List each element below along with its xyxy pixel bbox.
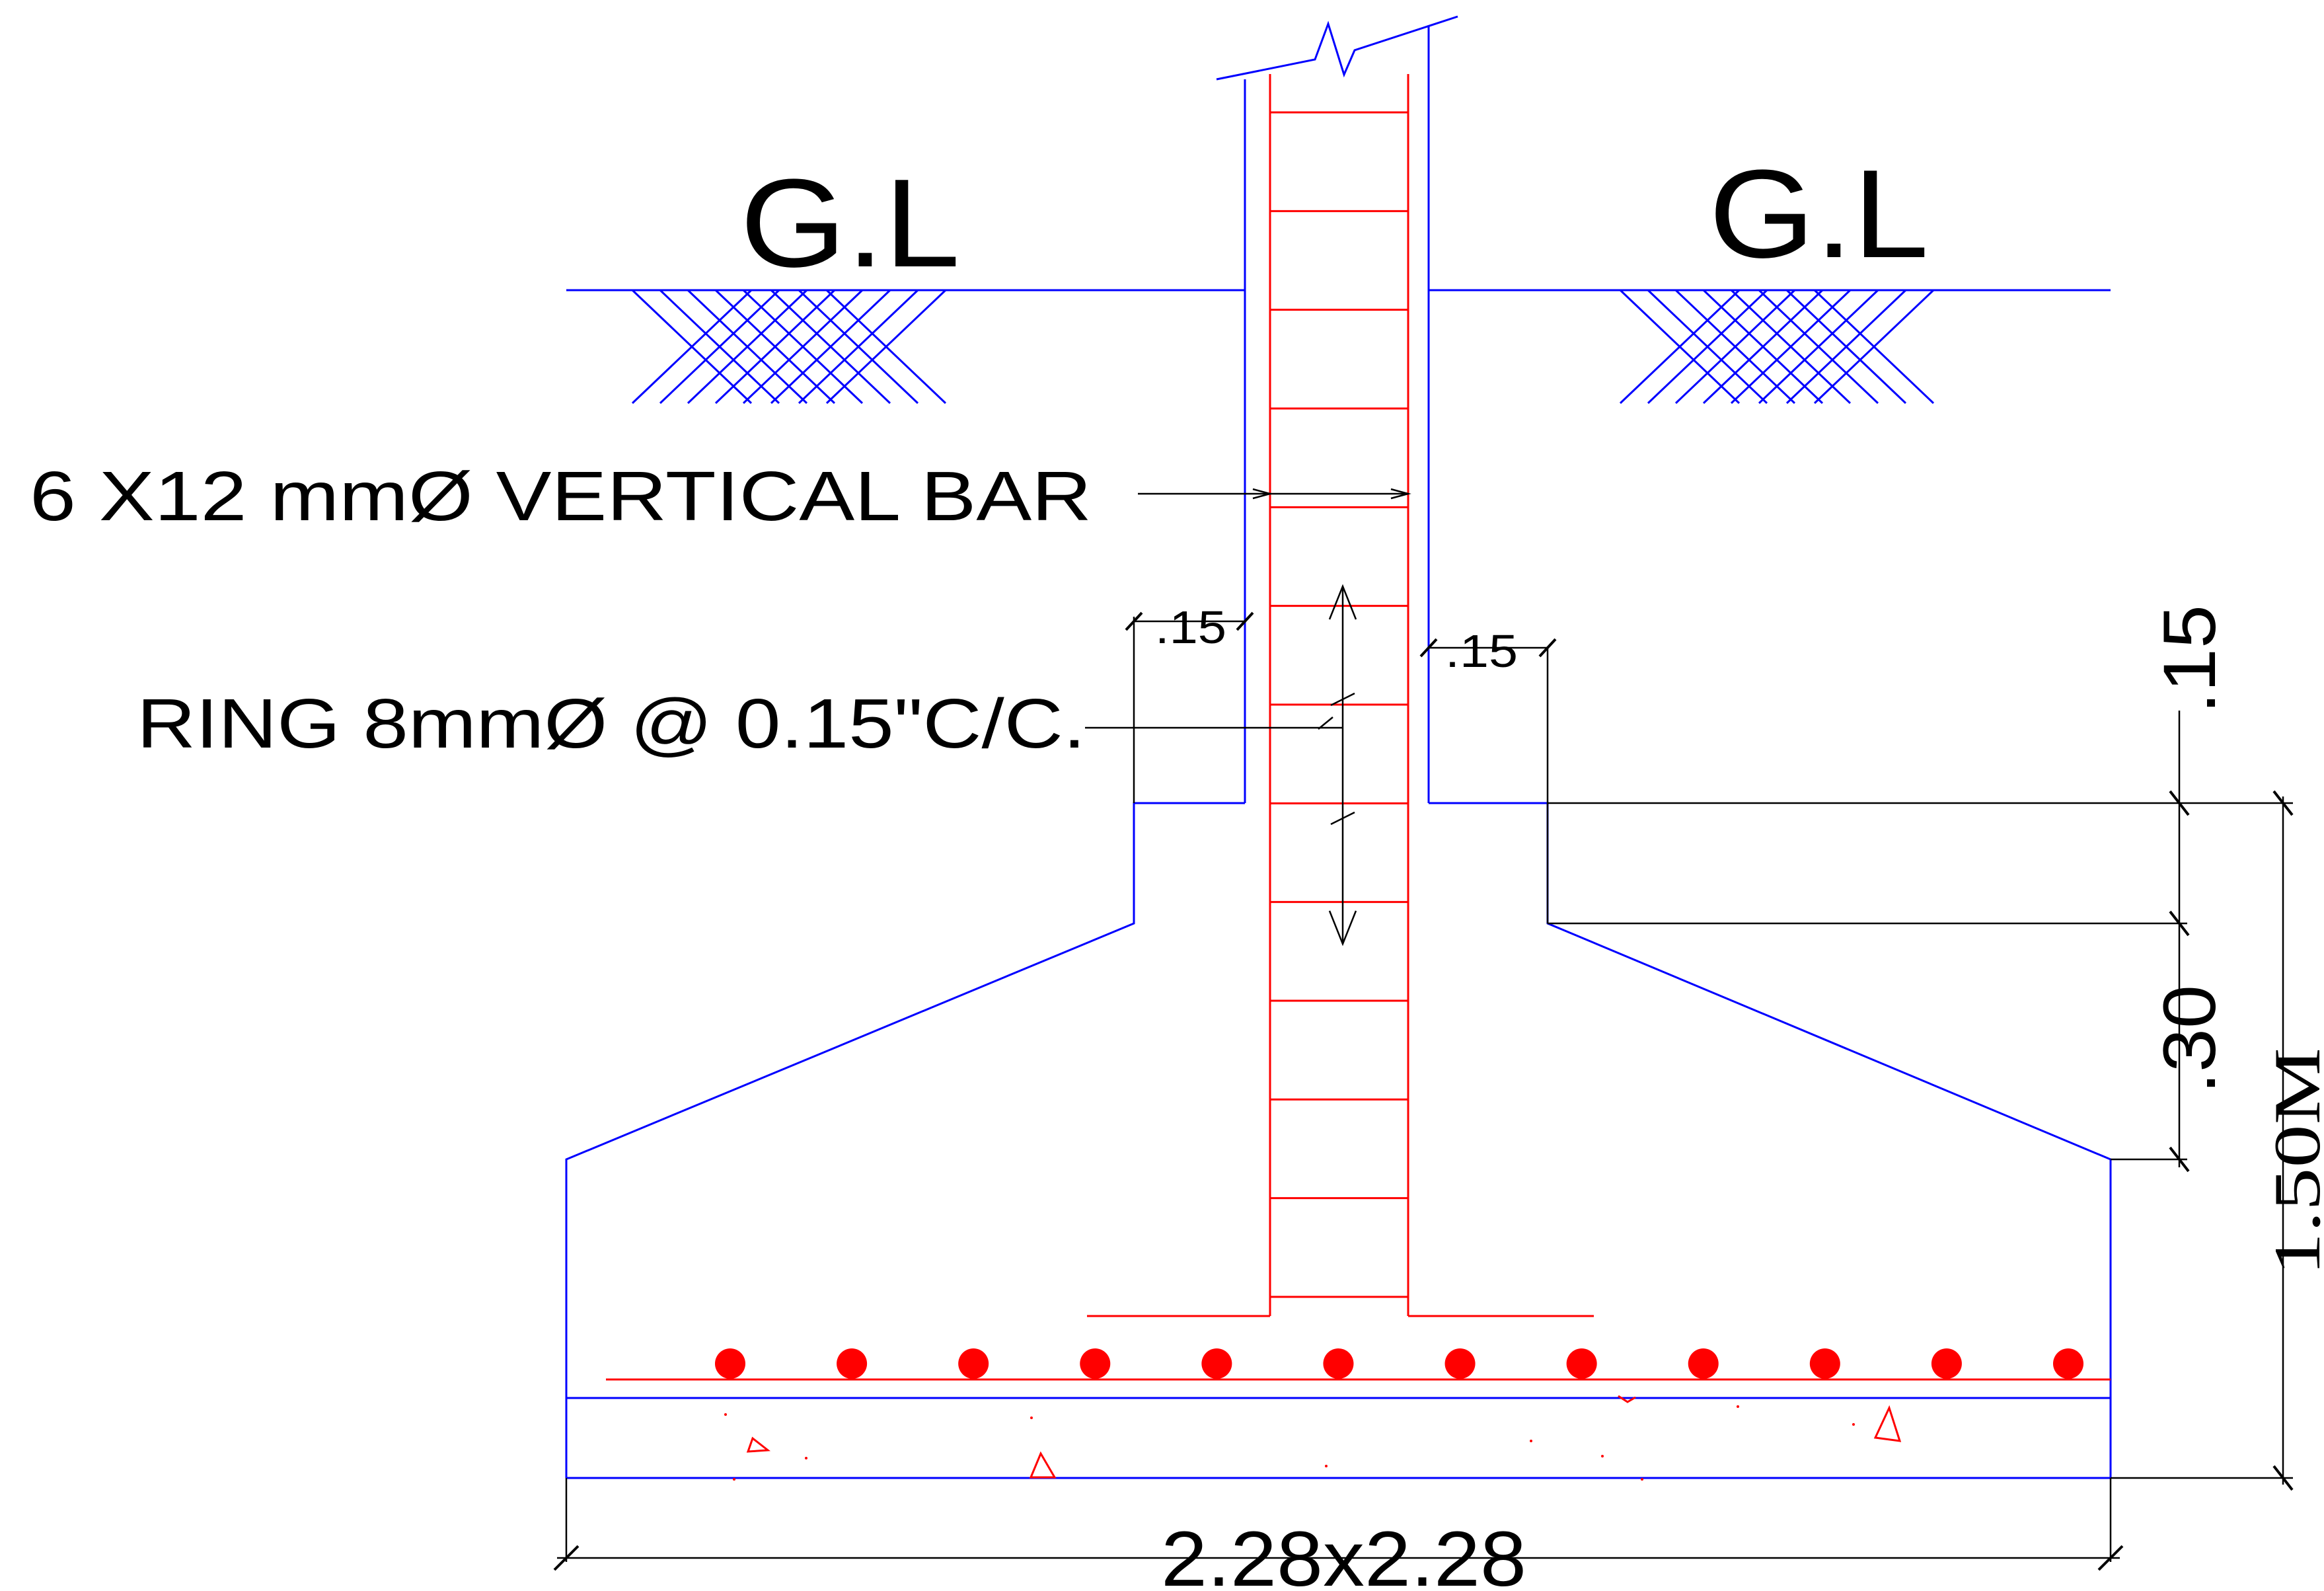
- hatch-stroke: [659, 289, 780, 405]
- soil-hatch-left: [631, 289, 947, 405]
- hatch-stroke: [798, 289, 919, 405]
- hatch-stroke: [631, 289, 753, 405]
- vertical-bar-leader: [1138, 488, 1411, 500]
- base-width-label: 2.28x2.28: [1161, 1516, 1526, 1591]
- hatch-stroke: [687, 289, 808, 405]
- hatch-stroke: [770, 289, 891, 405]
- pcc-dots: [724, 1405, 1855, 1481]
- bottom-bar-dots: [715, 1348, 2083, 1379]
- column-break-line: [1216, 15, 1458, 81]
- hatch-stroke: [1785, 289, 1907, 405]
- dimension-top-label: .15: [2148, 605, 2231, 714]
- hatch-stroke: [1702, 289, 1824, 405]
- bottom-bar: [837, 1348, 868, 1379]
- base-width-dimension: [553, 1478, 2124, 1571]
- bottom-bar: [1931, 1348, 1962, 1379]
- cover-left-label: .15: [1155, 601, 1226, 653]
- ground-level-label-right: G.L: [1709, 144, 1929, 284]
- ring-spacing-dimension: [1085, 584, 1357, 947]
- ground-level-label-left: G.L: [740, 153, 960, 293]
- bottom-bar: [1323, 1348, 1354, 1379]
- hatch-stroke: [1758, 289, 1879, 405]
- soil-hatch-right: [1619, 289, 1935, 405]
- cover-dimension-right: [1419, 638, 1557, 923]
- height-dimensions: [1548, 711, 2294, 1491]
- cover-dimension-left: [1125, 611, 1254, 803]
- pcc-marks: [746, 1395, 1902, 1479]
- footing-outline-right: [1429, 802, 2112, 1478]
- vertical-bar-label: 6 X12 mmØ VERTICAL BAR: [30, 457, 1092, 535]
- bottom-bar: [958, 1348, 989, 1379]
- bottom-bar: [1201, 1348, 1232, 1379]
- hatch-stroke: [1674, 289, 1796, 405]
- hatch-stroke: [1813, 289, 1935, 405]
- bottom-bar: [1566, 1348, 1597, 1379]
- dimension-total-label: 1.50M: [2261, 1048, 2324, 1276]
- column-rings: [1270, 111, 1408, 1298]
- hatch-stroke: [742, 289, 864, 405]
- bottom-bar: [715, 1348, 745, 1379]
- footing-outline-left: [565, 802, 1245, 1478]
- hatch-stroke: [825, 289, 947, 405]
- dimension-mid-label: .30: [2148, 985, 2231, 1094]
- bottom-bar: [2053, 1348, 2083, 1379]
- cover-right-label: .15: [1445, 625, 1518, 677]
- bottom-bar: [1080, 1348, 1111, 1379]
- hatch-stroke: [714, 289, 836, 405]
- hatch-stroke: [1619, 289, 1741, 405]
- ring-label: RING 8mmØ @ 0.15"C/C.: [137, 685, 1086, 763]
- hatch-stroke: [1730, 289, 1852, 405]
- bottom-bar: [1688, 1348, 1719, 1379]
- hatch-stroke: [1647, 289, 1768, 405]
- bottom-bar: [1809, 1348, 1840, 1379]
- bottom-bar: [1444, 1348, 1476, 1379]
